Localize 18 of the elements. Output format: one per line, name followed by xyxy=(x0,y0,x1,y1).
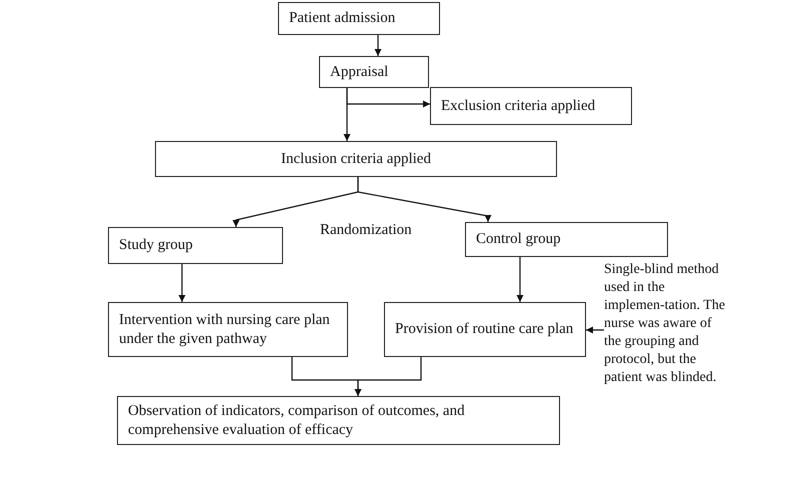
process-box: Provision of routine care plan xyxy=(384,302,586,357)
arrow xyxy=(374,35,382,56)
process-box: Observation of indicators, comparison of outcomes, and comprehensive evaluation of efficacy xyxy=(117,396,560,445)
process-box: Patient admission xyxy=(278,2,440,35)
process-box: Intervention with nursing care plan under the given pathway xyxy=(108,302,348,357)
process-box: Exclusion criteria applied xyxy=(430,87,632,125)
flow-label: Randomization xyxy=(320,222,412,239)
arrow xyxy=(516,257,524,302)
note-text: Single-blind method used in the implemen-tation. The nurse was aware of the grouping and protocol, but the patient was blinded. xyxy=(604,261,726,387)
arrow xyxy=(586,326,604,334)
process-box: Inclusion criteria applied xyxy=(155,141,557,177)
arrow xyxy=(357,177,492,222)
arrow xyxy=(344,88,350,141)
process-box: Study group xyxy=(108,227,283,264)
process-box: Appraisal xyxy=(319,56,429,88)
arrow xyxy=(354,357,422,396)
arrow xyxy=(178,264,186,302)
process-box: Control group xyxy=(465,222,668,257)
